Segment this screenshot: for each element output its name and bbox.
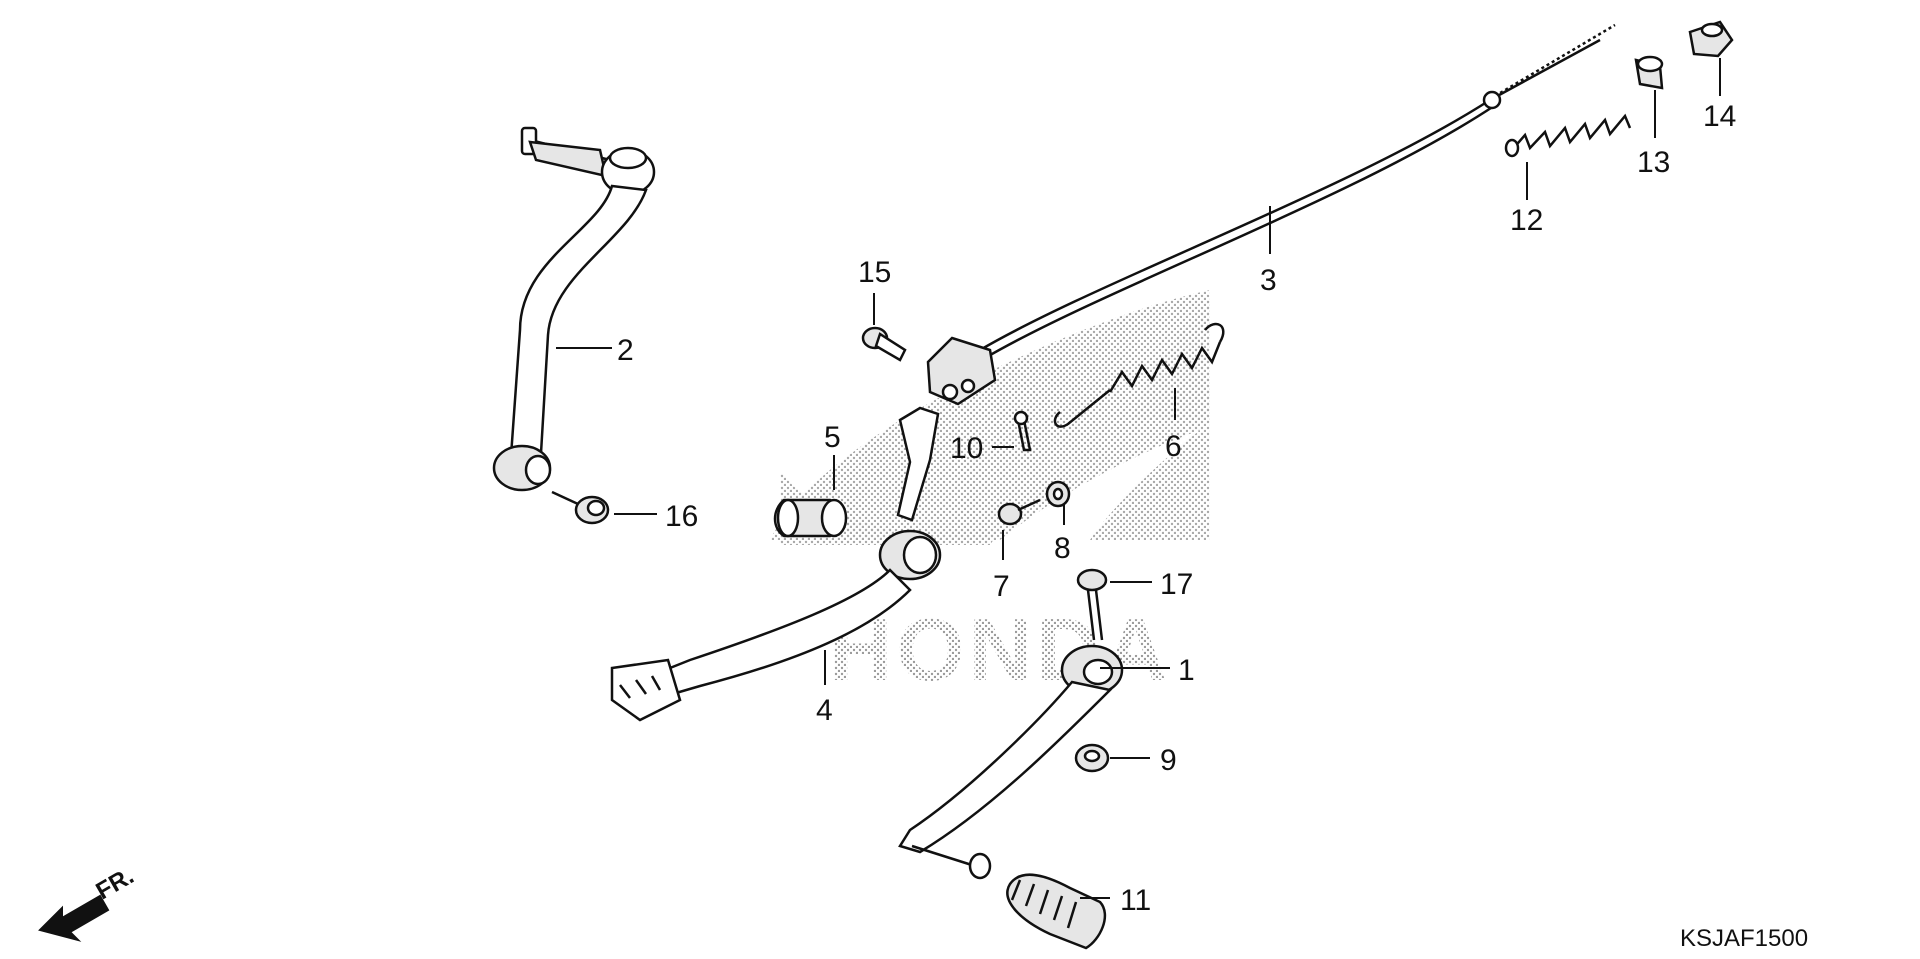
part-nut-14: [1688, 20, 1734, 58]
callout-2: 2: [617, 334, 634, 367]
callout-15: 15: [858, 256, 891, 289]
callout-6: 6: [1165, 430, 1182, 463]
part-rod-3: [926, 23, 1616, 406]
part-kick-arm: [492, 126, 656, 492]
part-spring-12: [1504, 113, 1632, 158]
callout-11: 11: [1120, 884, 1151, 917]
callout-12: 12: [1510, 204, 1543, 237]
part-bolt-16: [551, 490, 610, 525]
callout-17: 17: [1160, 568, 1193, 601]
part-cotter-10: [1013, 410, 1032, 452]
callout-7: 7: [993, 570, 1010, 603]
part-rubber-11: [1006, 873, 1107, 950]
diagram-code: KSJAF1500: [1680, 925, 1808, 952]
callout-1: 1: [1178, 654, 1195, 687]
part-bushing-5: [773, 498, 848, 538]
part-bolt-7: [997, 498, 1041, 526]
part-washer-8: [1045, 480, 1071, 508]
callout-8: 8: [1054, 532, 1071, 565]
callout-13: 13: [1637, 146, 1670, 179]
callout-5: 5: [824, 421, 841, 454]
callout-9: 9: [1160, 744, 1177, 777]
callout-16: 16: [665, 500, 698, 533]
leader-lines: [556, 58, 1721, 899]
callout-4: 4: [816, 694, 833, 727]
part-spring-6: [1053, 322, 1225, 428]
part-pedal-arm-1: [898, 644, 1124, 880]
callout-3: 3: [1260, 264, 1277, 297]
part-collar-13: [1634, 55, 1664, 90]
front-direction-arrow: FR.: [38, 862, 138, 942]
part-pedal-4: [610, 406, 942, 722]
part-nut-9: [1074, 743, 1110, 773]
part-pin-15: [861, 326, 907, 362]
part-bolt-17: [1076, 568, 1108, 641]
callout-10: 10: [950, 432, 983, 465]
callout-14: 14: [1703, 100, 1736, 133]
